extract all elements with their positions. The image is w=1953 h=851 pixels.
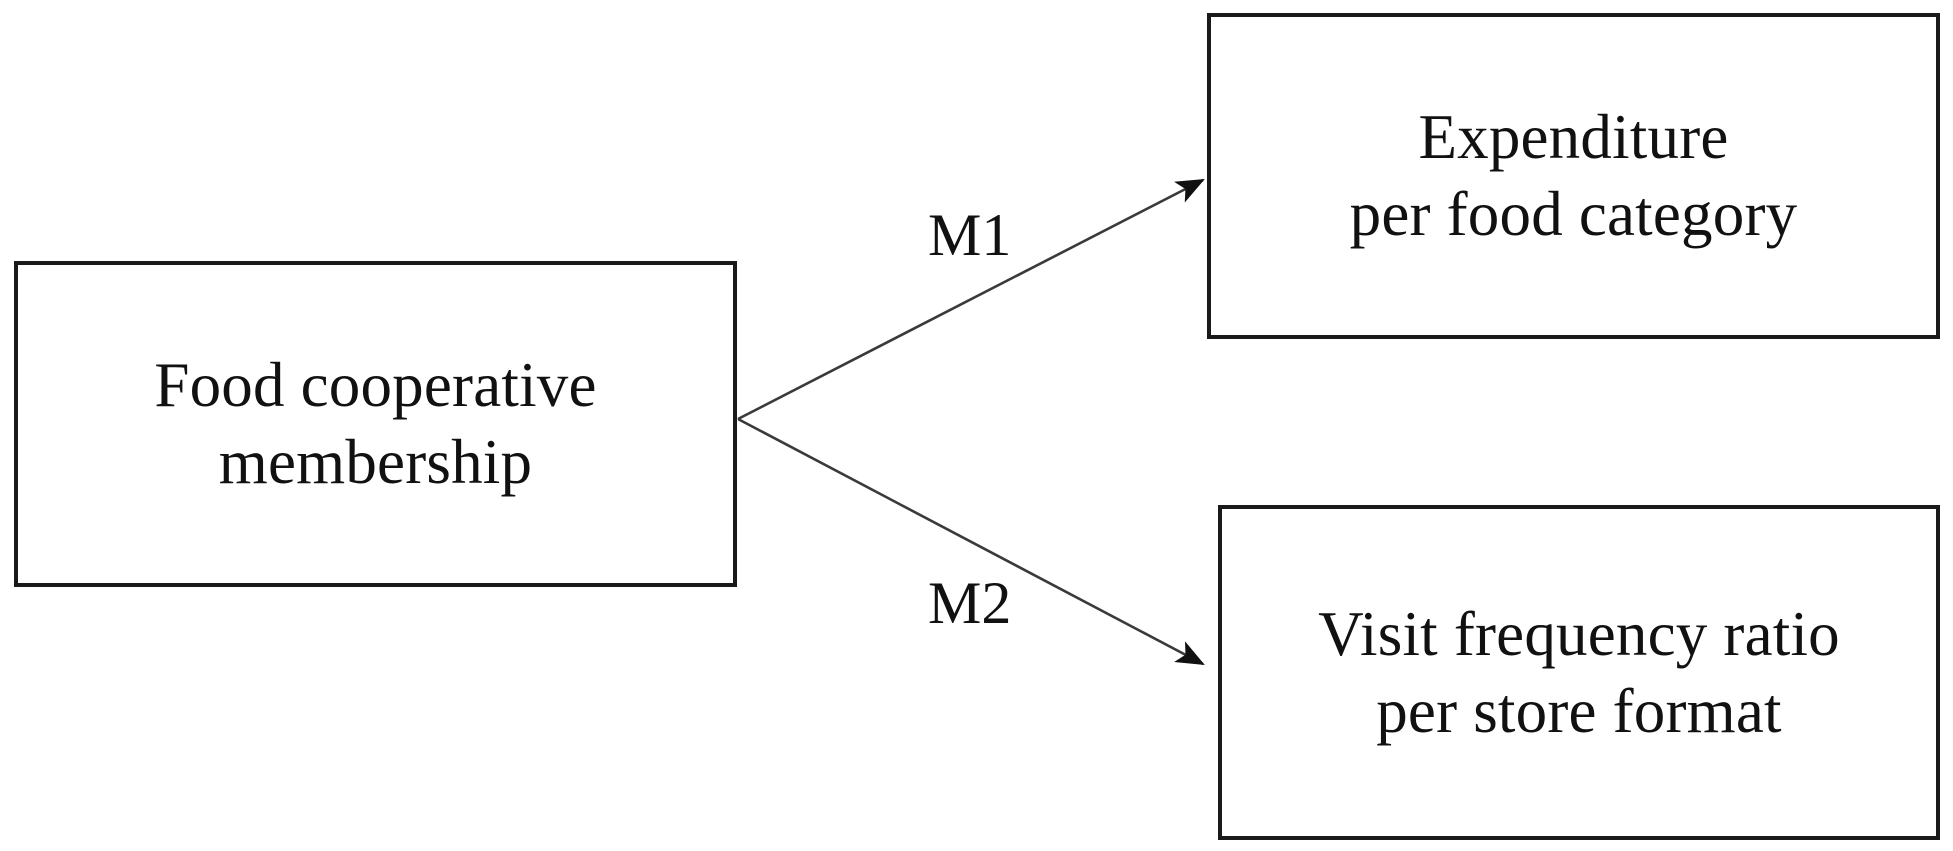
node-expenditure-per-food-category: Expenditure per food category xyxy=(1207,13,1940,339)
node-visit-line-2: per store format xyxy=(1376,675,1782,746)
node-source-line-1: Food cooperative xyxy=(154,350,597,421)
node-expenditure-line-2: per food category xyxy=(1349,179,1798,249)
edge-label-m2: M2 xyxy=(928,570,1012,636)
node-source-line-2: membership xyxy=(218,427,533,497)
node-visit-frequency-ratio-per-store-format: Visit frequency ratio per store format xyxy=(1218,505,1940,840)
edge-label-m1: M1 xyxy=(928,202,1012,268)
node-food-cooperative-membership: Food cooperative membership xyxy=(14,261,737,587)
node-expenditure-line-1: Expenditure xyxy=(1418,102,1729,173)
node-visit-line-1: Visit frequency ratio xyxy=(1318,598,1840,669)
